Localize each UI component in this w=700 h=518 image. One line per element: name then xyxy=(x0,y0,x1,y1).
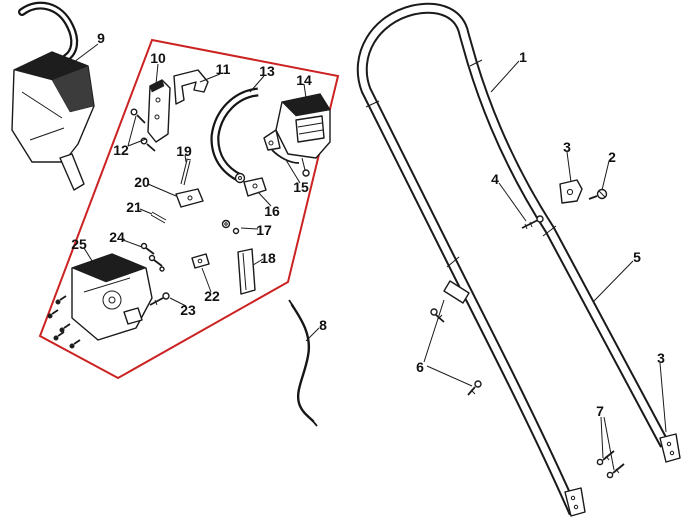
part-label-20: 20 xyxy=(134,174,150,190)
part-label-9: 9 xyxy=(97,30,105,46)
part-label-3-upper: 3 xyxy=(563,139,571,155)
part-label-23: 23 xyxy=(180,302,196,318)
part-label-22: 22 xyxy=(204,288,220,304)
handlebar-tube xyxy=(356,2,681,517)
part-label-13: 13 xyxy=(259,63,275,79)
throttle-detail-parts xyxy=(47,69,331,349)
part-label-4: 4 xyxy=(491,171,499,187)
handle-clamp-fasteners xyxy=(430,280,482,396)
part-label-5: 5 xyxy=(633,249,641,265)
part-label-12: 12 xyxy=(113,142,129,158)
part-label-17: 17 xyxy=(256,222,272,238)
part-label-25: 25 xyxy=(71,236,87,252)
part-label-16: 16 xyxy=(264,203,280,219)
part-label-24: 24 xyxy=(109,229,125,245)
throttle-cable xyxy=(288,299,318,427)
part-label-7: 7 xyxy=(596,403,604,419)
part-label-1: 1 xyxy=(519,49,527,65)
bottom-screws xyxy=(596,450,625,479)
part-label-15: 15 xyxy=(293,179,309,195)
part-label-14: 14 xyxy=(296,72,312,88)
leader-lines xyxy=(57,43,667,471)
part-label-8: 8 xyxy=(319,317,327,333)
part-label-21: 21 xyxy=(126,199,142,215)
part-label-6: 6 xyxy=(416,359,424,375)
highlight-outline xyxy=(38,38,340,380)
part-label-18: 18 xyxy=(260,250,276,266)
part-label-3-lower: 3 xyxy=(657,350,665,366)
control-housing-left xyxy=(11,1,95,191)
part-label-2: 2 xyxy=(608,149,616,165)
part-label-10: 10 xyxy=(150,50,166,66)
upper-bracket-fasteners xyxy=(521,179,608,230)
part-label-11: 11 xyxy=(215,61,231,77)
part-label-19: 19 xyxy=(176,143,192,159)
